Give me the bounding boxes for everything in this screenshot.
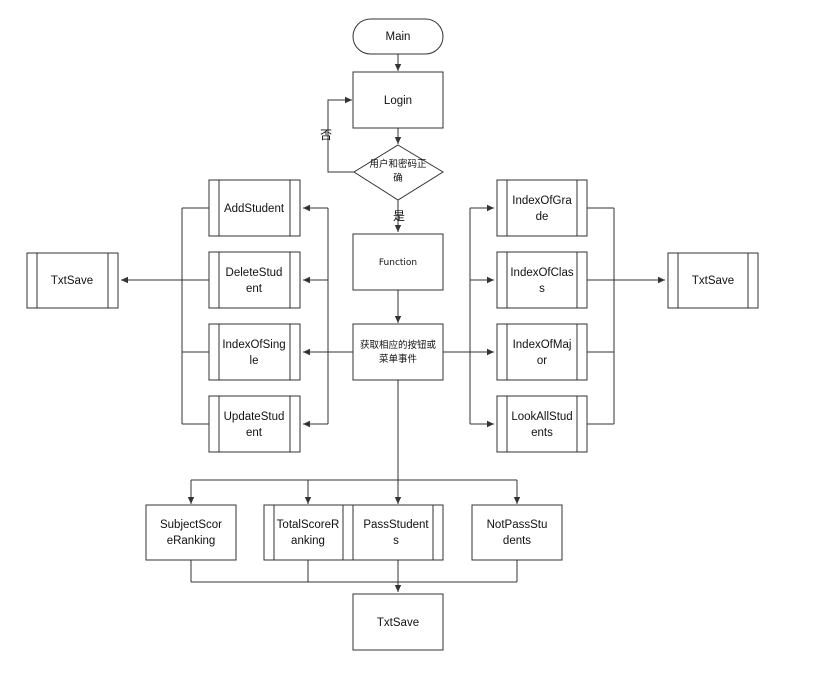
node-update-student-line1: UpdateStud (224, 411, 285, 423)
node-delete-student-line2: ent (246, 283, 263, 295)
node-index-of-grade: IndexOfGra de (496, 179, 588, 237)
node-function: Function (352, 233, 444, 291)
node-subject-score-ranking-line2: eRanking (167, 535, 216, 547)
node-txtsave-right: TxtSave (667, 252, 759, 309)
node-update-student: UpdateStud ent (208, 395, 301, 453)
node-total-score-ranking-line2: anking (291, 535, 325, 547)
node-add-student-label: AddStudent (224, 203, 285, 215)
node-function-label: Function (379, 258, 417, 268)
node-update-student-line2: ent (246, 427, 263, 439)
node-txtsave-bottom-label: TxtSave (377, 617, 419, 629)
node-index-of-class-line1: IndexOfClas (510, 267, 574, 279)
node-index-of-single-line2: le (250, 355, 259, 367)
node-login-label: Login (384, 95, 412, 107)
edge-label-yes: 是 (393, 209, 405, 223)
node-look-all-students: LookAllStud ents (496, 395, 588, 453)
node-subject-score-ranking: SubjectScor eRanking (145, 504, 237, 561)
node-decision: 用户和密码正 确 (353, 144, 444, 201)
node-total-score-ranking: TotalScoreR anking (263, 504, 354, 561)
node-index-of-grade-line2: de (536, 211, 549, 223)
node-login: Login (352, 71, 444, 129)
node-index-of-major-line2: or (537, 355, 547, 367)
node-add-student: AddStudent (208, 179, 301, 237)
node-total-score-ranking-line1: TotalScoreR (277, 519, 340, 531)
node-index-of-major: IndexOfMaj or (496, 323, 588, 381)
node-delete-student: DeleteStud ent (208, 251, 301, 309)
node-not-pass-students-line2: dents (503, 535, 531, 547)
node-index-of-class: IndexOfClas s (496, 251, 588, 309)
node-pass-students: PassStudent s (352, 504, 444, 561)
node-index-of-grade-line1: IndexOfGra (512, 195, 572, 207)
node-delete-student-line1: DeleteStud (226, 267, 283, 279)
node-txtsave-left: TxtSave (26, 252, 119, 309)
node-get-event: 获取相应的按钮或 菜单事件 (352, 323, 444, 381)
edge-decision-no-login (327, 96, 354, 173)
node-txtsave-left-label: TxtSave (51, 275, 93, 287)
node-decision-line1: 用户和密码正 (369, 158, 427, 170)
edges (121, 54, 665, 592)
node-look-all-students-line2: ents (531, 427, 553, 439)
node-not-pass-students-line1: NotPassStu (487, 519, 548, 531)
node-txtsave-bottom: TxtSave (352, 593, 444, 651)
node-pass-students-line1: PassStudent (363, 519, 429, 531)
node-get-event-line1: 获取相应的按钮或 (360, 339, 437, 351)
node-not-pass-students: NotPassStu dents (471, 504, 563, 561)
node-index-of-class-line2: s (539, 283, 545, 295)
node-txtsave-right-label: TxtSave (692, 275, 734, 287)
node-subject-score-ranking-line1: SubjectScor (160, 519, 222, 531)
node-main: Main (352, 18, 444, 55)
node-index-of-single-line1: IndexOfSing (222, 339, 285, 351)
node-main-label: Main (386, 31, 411, 43)
node-decision-line2: 确 (393, 172, 403, 184)
node-index-of-major-line1: IndexOfMaj (513, 339, 572, 351)
node-look-all-students-line1: LookAllStud (511, 411, 572, 423)
node-pass-students-line2: s (393, 535, 399, 547)
node-get-event-line2: 菜单事件 (379, 353, 418, 365)
node-index-of-single: IndexOfSing le (208, 323, 301, 381)
edge-label-no: 否 (320, 128, 332, 142)
